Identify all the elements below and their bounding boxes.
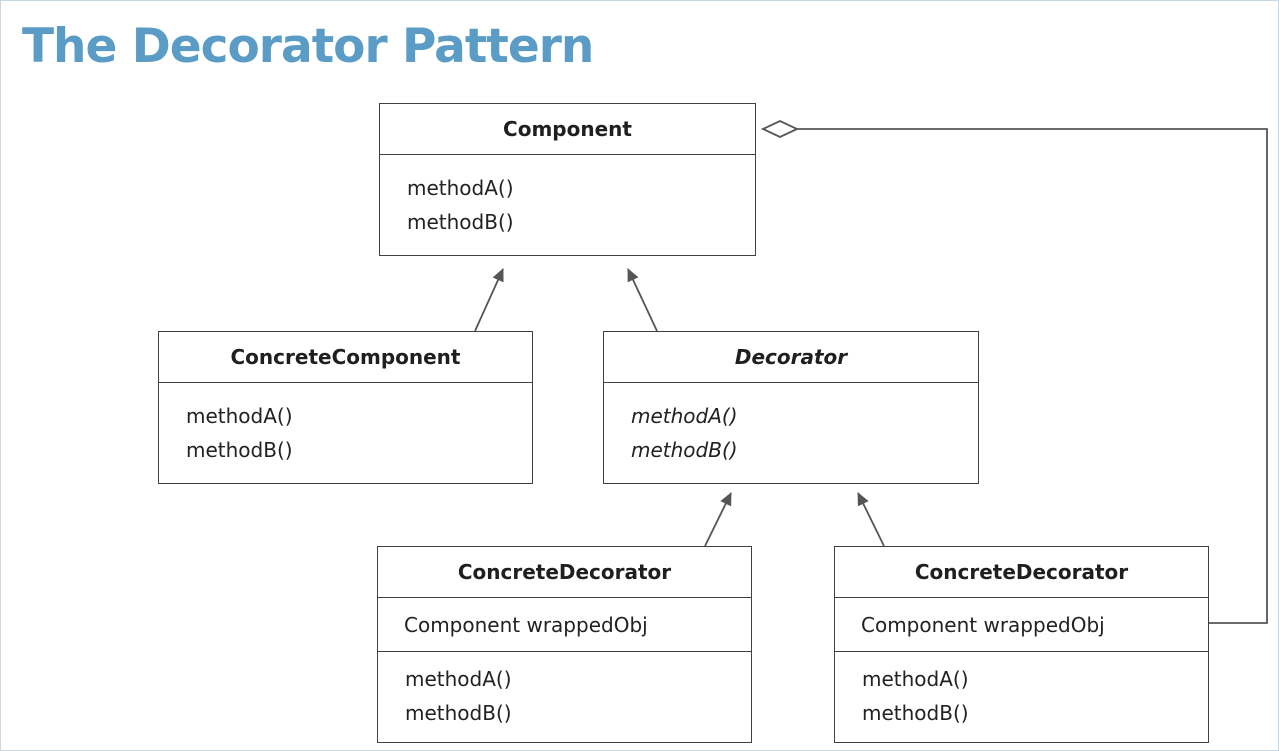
aggregation-line-wrappedobj-component bbox=[796, 128, 1268, 624]
class-name: ConcreteDecorator bbox=[835, 547, 1208, 598]
class-name: Component bbox=[380, 104, 755, 155]
inheritance-arrow-decorator-component bbox=[627, 268, 658, 332]
method: methodA() bbox=[631, 404, 738, 428]
class-name: ConcreteDecorator bbox=[378, 547, 751, 598]
method: methodA() bbox=[407, 176, 514, 200]
method: methodB() bbox=[631, 438, 738, 462]
class-attribute: Component wrappedObj bbox=[835, 598, 1208, 652]
class-concrete-decorator-2[interactable]: ConcreteDecorator Component wrappedObj m… bbox=[834, 546, 1209, 743]
aggregation-diamond-icon bbox=[760, 120, 800, 138]
class-methods: methodA() methodB() bbox=[604, 383, 978, 467]
class-attribute: Component wrappedObj bbox=[378, 598, 751, 652]
class-name: ConcreteComponent bbox=[159, 332, 532, 383]
inheritance-arrow-concretecomponent-component bbox=[474, 268, 504, 332]
class-concrete-decorator-1[interactable]: ConcreteDecorator Component wrappedObj m… bbox=[377, 546, 752, 743]
inheritance-arrow-concretedecorator2-decorator bbox=[857, 492, 885, 547]
method: methodB() bbox=[862, 701, 969, 725]
class-name: Decorator bbox=[604, 332, 978, 383]
class-decorator[interactable]: Decorator methodA() methodB() bbox=[603, 331, 979, 484]
slide-title: The Decorator Pattern bbox=[22, 19, 594, 74]
class-concrete-component[interactable]: ConcreteComponent methodA() methodB() bbox=[158, 331, 533, 484]
class-component[interactable]: Component methodA() methodB() bbox=[379, 103, 756, 256]
method: methodB() bbox=[405, 701, 512, 725]
inheritance-arrow-concretedecorator1-decorator bbox=[704, 492, 732, 547]
class-methods: methodA() methodB() bbox=[159, 383, 532, 467]
method: methodA() bbox=[186, 404, 293, 428]
class-methods: methodA() methodB() bbox=[380, 155, 755, 239]
method: methodA() bbox=[405, 667, 512, 691]
method: methodA() bbox=[862, 667, 969, 691]
class-methods: methodA() methodB() bbox=[378, 652, 751, 730]
method: methodB() bbox=[407, 210, 514, 234]
method: methodB() bbox=[186, 438, 293, 462]
class-methods: methodA() methodB() bbox=[835, 652, 1208, 730]
